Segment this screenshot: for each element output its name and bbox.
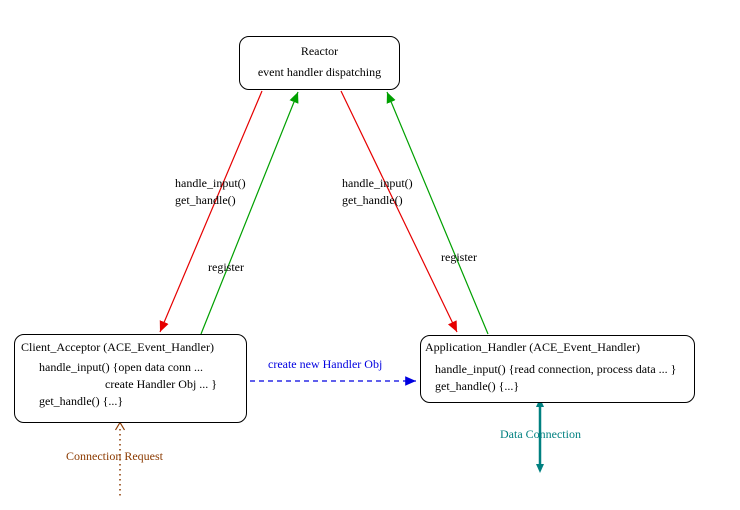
application-handler-box: Application_Handler (ACE_Event_Handler) … [420,335,695,403]
right-dispatch-get-handle-label: get_handle() [342,193,403,207]
right-dispatch-handle-input-label: handle_input() [342,176,413,190]
left-dispatch-get-handle-label: get_handle() [175,193,236,207]
register-arrow-left [200,91,299,335]
application-handler-get-handle-line: get_handle() {...} [435,379,520,393]
register-arrow-right [386,91,489,335]
right-register-label: register [441,250,477,264]
client-acceptor-box: Client_Acceptor (ACE_Event_Handler) hand… [14,334,247,423]
left-dispatch-label: handle_input() get_handle() [175,175,246,209]
left-dispatch-handle-input-label: handle_input() [175,176,246,190]
reactor-subtitle: event handler dispatching [257,65,382,79]
client-acceptor-handle-input-line: handle_input() {open data conn ... [39,360,204,374]
connection-request-label: Connection Request [66,449,163,463]
reactor-title: Reactor [300,44,339,58]
data-connection-arrowhead-bottom-icon [536,464,544,473]
client-acceptor-get-handle-line: get_handle() {...} [39,394,124,408]
left-register-label: register [208,260,244,274]
dispatch-arrow-right [340,90,458,333]
connection-request-arrowhead-icon [114,421,126,431]
client-acceptor-title: Client_Acceptor (ACE_Event_Handler) [21,340,214,354]
reactor-box: Reactor event handler dispatching [239,36,400,90]
right-dispatch-label: handle_input() get_handle() [342,175,413,209]
application-handler-handle-input-line: handle_input() {read connection, process… [435,362,677,376]
client-acceptor-create-handler-line: create Handler Obj ... } [105,377,218,391]
create-handler-label: create new Handler Obj [268,357,383,371]
application-handler-title: Application_Handler (ACE_Event_Handler) [425,340,640,354]
data-connection-label: Data Connection [500,427,581,441]
dispatch-arrow-left [159,90,263,333]
